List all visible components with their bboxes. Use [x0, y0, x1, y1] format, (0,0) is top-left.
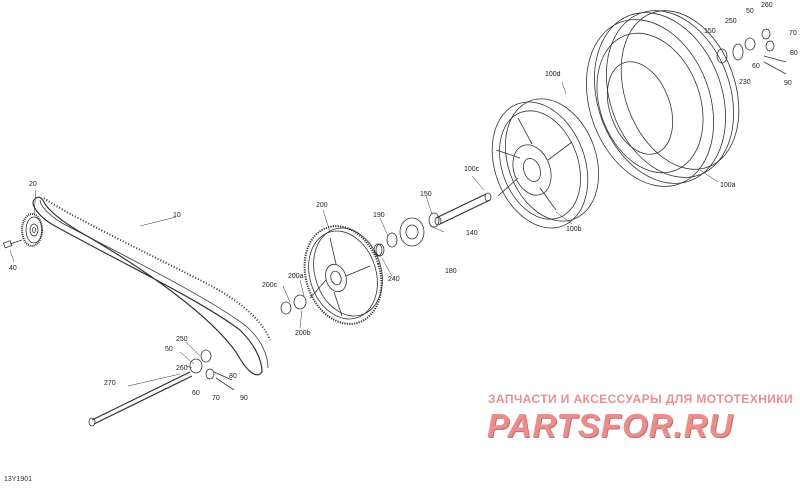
part-label: 90: [784, 80, 792, 87]
part-label: 250: [176, 336, 188, 343]
leader-lines: [9, 81, 719, 387]
part-label: 270: [104, 380, 116, 387]
watermark-logo: PARTSFOR.RU: [487, 407, 734, 444]
part-label: 200a: [288, 273, 304, 280]
part-label: 90: [240, 395, 248, 402]
tire: [586, 10, 740, 187]
hub-parts: [280, 212, 440, 315]
part-label: 10: [173, 212, 181, 219]
front-pulley: [21, 213, 43, 247]
belt: [32, 196, 271, 376]
part-label: 100d: [545, 71, 561, 78]
part-label: 20: [29, 181, 37, 188]
part-label: 200c: [262, 282, 278, 289]
part-label: 70: [212, 395, 220, 402]
sprocket: [303, 225, 383, 325]
part-label: 100c: [464, 166, 480, 173]
part-label: 140: [466, 230, 478, 237]
part-label: 150: [420, 191, 432, 198]
axle: [88, 371, 193, 427]
drawing-code: 13Y1901: [4, 476, 33, 483]
part-label: 60: [752, 63, 760, 70]
bolt-40: [2, 239, 23, 249]
part-label: 80: [229, 373, 237, 380]
watermark-tagline: ЗАПЧАСТИ И АКСЕССУАРЫ ДЛЯ МОТОТЕХНИКИ: [488, 392, 794, 406]
part-label: 80: [790, 50, 798, 57]
part-label: 180: [445, 268, 457, 275]
part-label: 260: [761, 2, 773, 9]
part-label: 50: [165, 346, 173, 353]
part-label: 60: [192, 390, 200, 397]
part-label: 150: [704, 28, 716, 35]
right-small-parts: [716, 28, 787, 75]
part-label: 70: [789, 30, 797, 37]
part-label: 50: [746, 8, 754, 15]
part-label: 250: [725, 18, 737, 25]
part-label: 100a: [720, 182, 736, 189]
part-label: 190: [373, 212, 385, 219]
part-label: 240: [388, 276, 400, 283]
part-label: 100b: [566, 226, 582, 233]
part-label: 230: [739, 79, 751, 86]
part-label: 200b: [295, 330, 311, 337]
shaft: [434, 192, 492, 226]
part-label: 40: [9, 265, 17, 272]
part-label: 200: [316, 202, 328, 209]
rim: [491, 98, 600, 229]
left-small-parts: [189, 349, 235, 391]
part-label: 260: [176, 365, 188, 372]
